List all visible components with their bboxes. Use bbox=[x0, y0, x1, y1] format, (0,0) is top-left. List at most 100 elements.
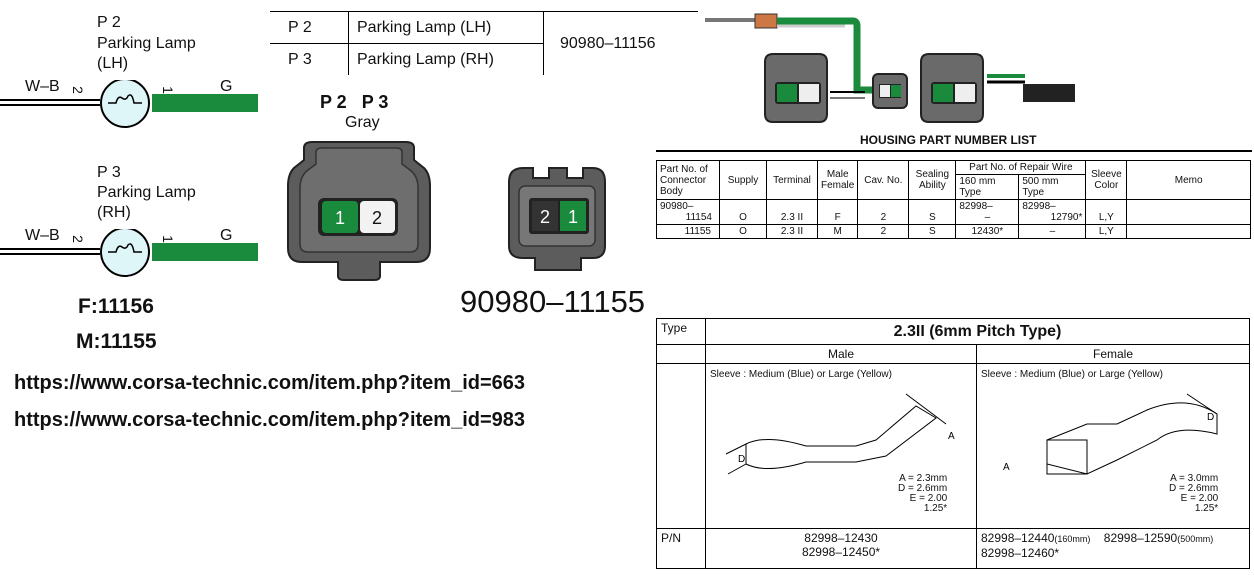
male-dims: A = 2.3mm D = 2.6mm E = 2.00 1.25* bbox=[898, 474, 947, 514]
hdr-memo: Memo bbox=[1126, 160, 1251, 200]
housing-table: Part No. of Connector Body Supply Termin… bbox=[656, 160, 1251, 239]
connector-codes: P 2 P 3 bbox=[320, 92, 389, 112]
row2-500: – bbox=[1018, 224, 1087, 239]
hdr-cav: Cav. No. bbox=[857, 160, 910, 200]
p2-lamp-symbol bbox=[0, 80, 258, 128]
row2-seal: S bbox=[908, 224, 957, 239]
row2-memo bbox=[1126, 224, 1251, 239]
hdr-male-female: Male Female bbox=[816, 160, 859, 200]
male-sleeve-note: Sleeve : Medium (Blue) or Large (Yellow) bbox=[710, 369, 892, 380]
hdr-sealing: Sealing Ability bbox=[908, 160, 957, 200]
p2-side: (LH) bbox=[97, 55, 129, 72]
row1-memo bbox=[1126, 199, 1251, 225]
female-pn-1a: 82998–12440 bbox=[981, 531, 1055, 545]
female-pn-1a-sub: (160mm) bbox=[1054, 534, 1091, 544]
p3-wire-out-label: G bbox=[220, 227, 233, 244]
male-pn-2: 82998–12450* bbox=[801, 545, 881, 559]
row1-sleeve: L,Y bbox=[1085, 199, 1128, 225]
p2-name: Parking Lamp bbox=[97, 35, 196, 52]
harness-illustration bbox=[705, 13, 1075, 123]
hdr-part-no: Part No. of Connector Body bbox=[656, 160, 720, 200]
female-header: Female bbox=[976, 344, 1250, 364]
top-row1-name: Parking Lamp (LH) bbox=[348, 11, 544, 44]
female-connector-face: 1 2 bbox=[287, 141, 431, 281]
p2-code: P 2 bbox=[97, 14, 121, 31]
female-dim-1: A = 3.0mm bbox=[1170, 473, 1219, 484]
connector-color: Gray bbox=[345, 114, 380, 131]
p2-wire-in-label: W–B bbox=[25, 78, 60, 95]
hdr-repair-wire: Part No. of Repair Wire bbox=[955, 160, 1087, 175]
location-table: P 2 Parking Lamp (LH) 90980–11156 P 3 Pa… bbox=[270, 11, 698, 75]
top-row2-name: Parking Lamp (RH) bbox=[348, 43, 544, 75]
hdr-sleeve: Sleeve Color bbox=[1085, 160, 1128, 200]
male-connector-face: 2 1 bbox=[508, 167, 606, 271]
row1-part-a: 90980– bbox=[660, 201, 694, 212]
connector-part-number: 90980–11155 bbox=[460, 284, 646, 319]
female-dim-2: D = 2.6mm bbox=[1169, 483, 1219, 494]
female-pin-2: 2 bbox=[372, 208, 382, 228]
female-pn-1b: 82998–12590 bbox=[1103, 531, 1178, 545]
female-dims: A = 3.0mm D = 2.6mm E = 2.00 1.25* bbox=[1169, 474, 1218, 514]
female-terminal-drawing: D A bbox=[1003, 393, 1218, 475]
url-663[interactable]: https://www.corsa-technic.com/item.php?i… bbox=[14, 372, 526, 394]
row2-supply: O bbox=[719, 224, 767, 239]
female-sleeve-note: Sleeve : Medium (Blue) or Large (Yellow) bbox=[981, 369, 1163, 380]
male-dim-3: E = 2.00 bbox=[909, 493, 948, 504]
p2-wire-out-label: G bbox=[220, 78, 233, 95]
type-title: 2.3II (6mm Pitch Type) bbox=[705, 318, 1250, 345]
housing-row-11154: 90980–11154 O 2.3 II F 2 S 82998–– 82998… bbox=[656, 199, 1251, 225]
row1-supply: O bbox=[719, 199, 767, 225]
row2-part: 11155 bbox=[656, 224, 720, 239]
url-983[interactable]: https://www.corsa-technic.com/item.php?i… bbox=[14, 409, 526, 431]
row1-160-b: – bbox=[984, 212, 991, 223]
row1-160-a: 82998– bbox=[959, 201, 993, 212]
female-code: F:11156 bbox=[78, 295, 154, 318]
male-pin-1: 1 bbox=[568, 207, 578, 227]
hdr-terminal: Terminal bbox=[766, 160, 818, 200]
row2-mf: M bbox=[816, 224, 859, 239]
row2-terminal: 2.3 II bbox=[766, 224, 818, 239]
female-dim-3: E = 2.00 bbox=[1180, 493, 1219, 504]
female-pn-1b-sub: (500mm) bbox=[1177, 534, 1214, 544]
row1-500-b: 12790* bbox=[1050, 212, 1083, 223]
top-part-number: 90980–11156 bbox=[560, 34, 656, 52]
male-code: M:11155 bbox=[76, 330, 157, 353]
male-dim-2: D = 2.6mm bbox=[898, 483, 948, 494]
female-pn-2: 82998–12460* bbox=[981, 546, 1060, 560]
hdr-supply: Supply bbox=[719, 160, 767, 200]
top-row2-code: P 3 bbox=[270, 43, 349, 75]
p3-lamp-symbol bbox=[0, 229, 258, 277]
row1-seal: S bbox=[908, 199, 957, 225]
male-terminal-drawing: A D bbox=[725, 393, 955, 475]
hdr-500: 500 mm Type bbox=[1018, 174, 1087, 200]
row2-cav: 2 bbox=[857, 224, 910, 239]
p3-name: Parking Lamp bbox=[97, 184, 196, 201]
p3-wire-in-label: W–B bbox=[25, 227, 60, 244]
row2-sleeve: L,Y bbox=[1085, 224, 1128, 239]
row1-part-b: 11154 bbox=[685, 212, 712, 223]
female-dim-4: 1.25* bbox=[1194, 503, 1219, 514]
terminal-table: Type 2.3II (6mm Pitch Type) Male Female … bbox=[656, 318, 1250, 569]
top-row1-code: P 2 bbox=[270, 11, 349, 44]
pn-label: P/N bbox=[656, 528, 706, 569]
row2-160: 12430* bbox=[955, 224, 1020, 239]
male-dim-1: A = 2.3mm bbox=[899, 473, 948, 484]
hdr-160: 160 mm Type bbox=[955, 174, 1020, 200]
female-pin-1: 1 bbox=[335, 208, 345, 228]
female-dim-d: D bbox=[1207, 412, 1214, 423]
male-pin-2: 2 bbox=[540, 207, 550, 227]
housing-title-rule bbox=[656, 150, 1252, 152]
male-dim-d: D bbox=[738, 454, 745, 465]
male-pn-1: 82998–12430 bbox=[804, 531, 878, 545]
p3-code: P 3 bbox=[97, 164, 121, 181]
male-dim-4: 1.25* bbox=[923, 503, 948, 514]
type-label: Type bbox=[656, 318, 706, 345]
housing-row-11155: 11155 O 2.3 II M 2 S 12430* – L,Y bbox=[656, 224, 1251, 239]
male-dim-a: A bbox=[948, 431, 955, 442]
housing-title: HOUSING PART NUMBER LIST bbox=[860, 133, 1037, 147]
p3-side: (RH) bbox=[97, 204, 131, 221]
row1-terminal: 2.3 II bbox=[766, 199, 818, 225]
row1-500-a: 82998– bbox=[1022, 201, 1056, 212]
row1-mf: F bbox=[816, 199, 859, 225]
male-header: Male bbox=[705, 344, 977, 364]
